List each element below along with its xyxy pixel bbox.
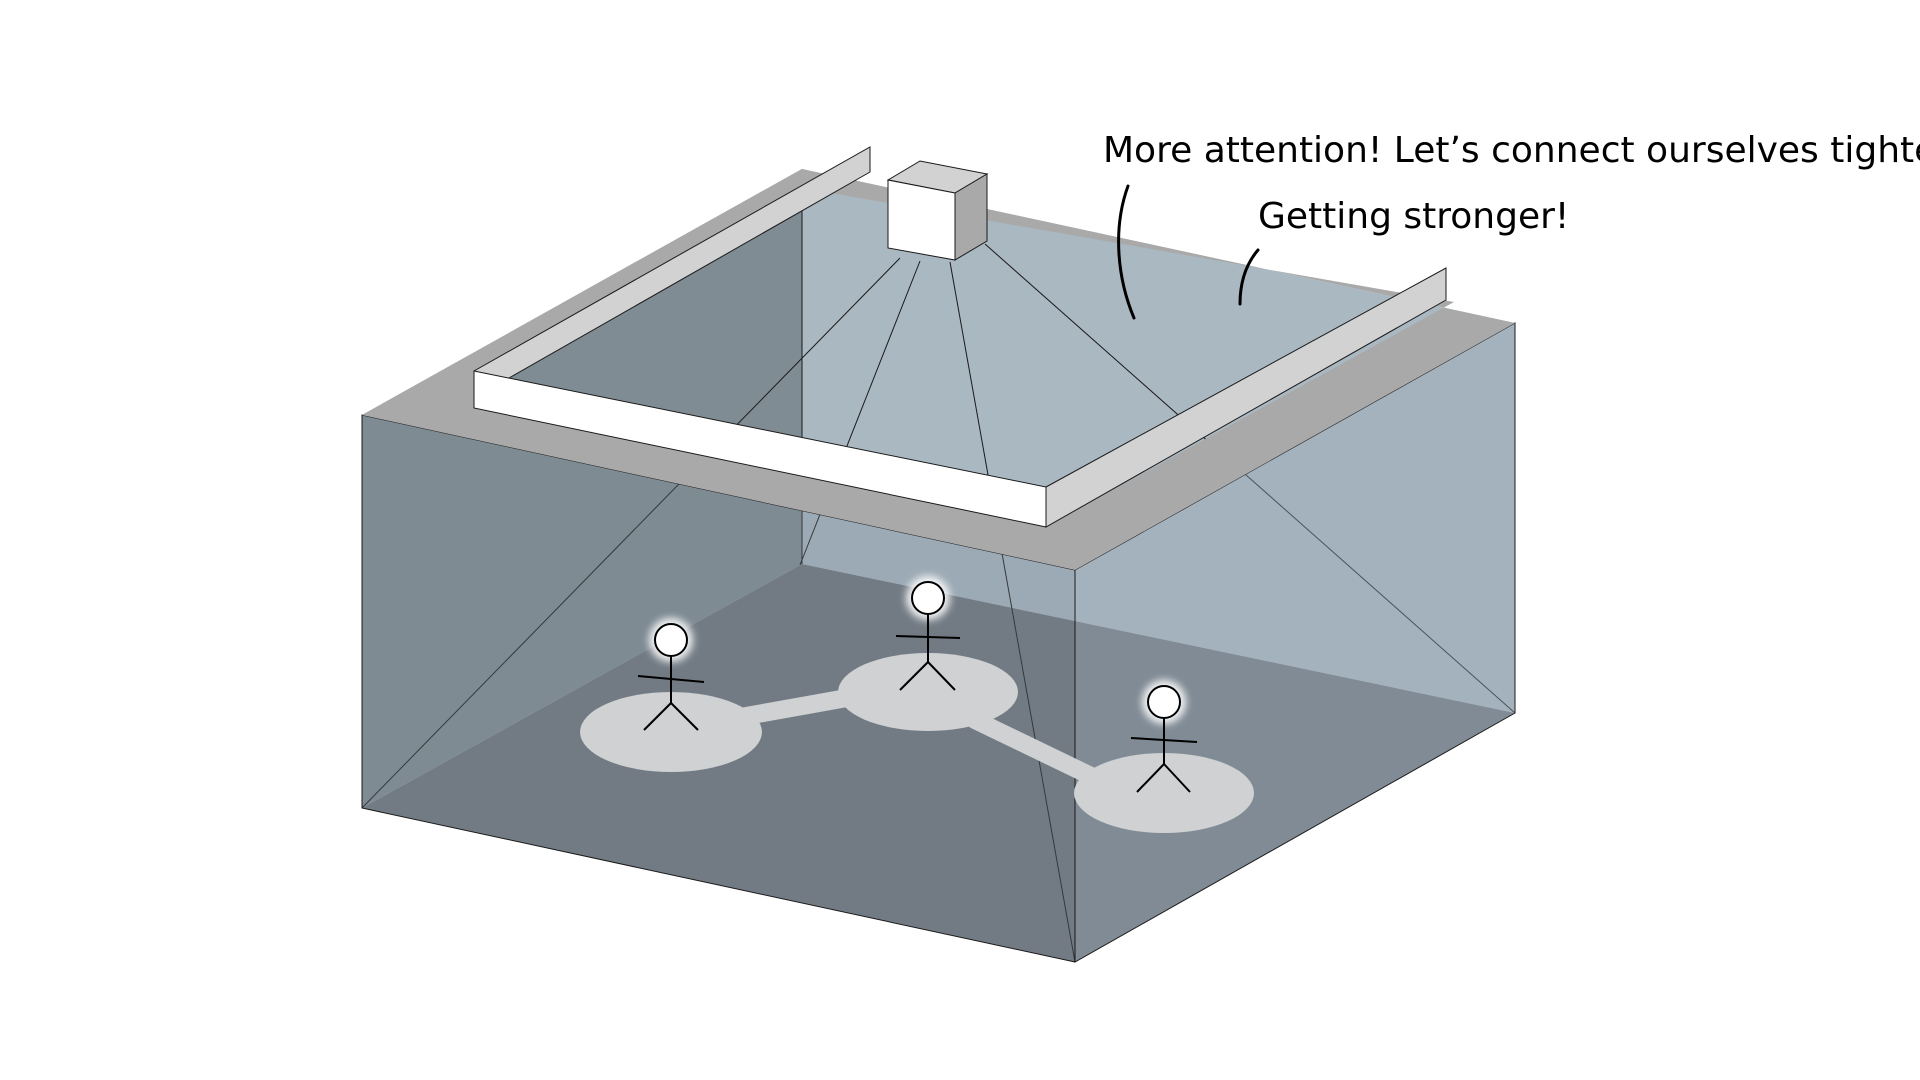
stick-figure-1 — [637, 618, 705, 731]
lamp-cube — [886, 160, 989, 261]
speech-text-1: More attention! Let’s connect ourselves … — [1103, 130, 1920, 171]
stick-figure-2 — [895, 576, 961, 691]
back-left-wall — [362, 169, 802, 808]
spotlight-3 — [1074, 753, 1254, 833]
speech-text-2: Getting stronger! — [1258, 196, 1569, 237]
floor — [362, 564, 1515, 962]
spotlight-1 — [580, 692, 762, 772]
stick-figure-3 — [1130, 680, 1198, 793]
barrier-front — [473, 370, 1047, 528]
top-rim — [362, 169, 1515, 570]
speech-tail-2 — [1238, 248, 1260, 306]
speech-tail-1 — [1117, 184, 1136, 320]
spotlight-2 — [838, 653, 1018, 731]
